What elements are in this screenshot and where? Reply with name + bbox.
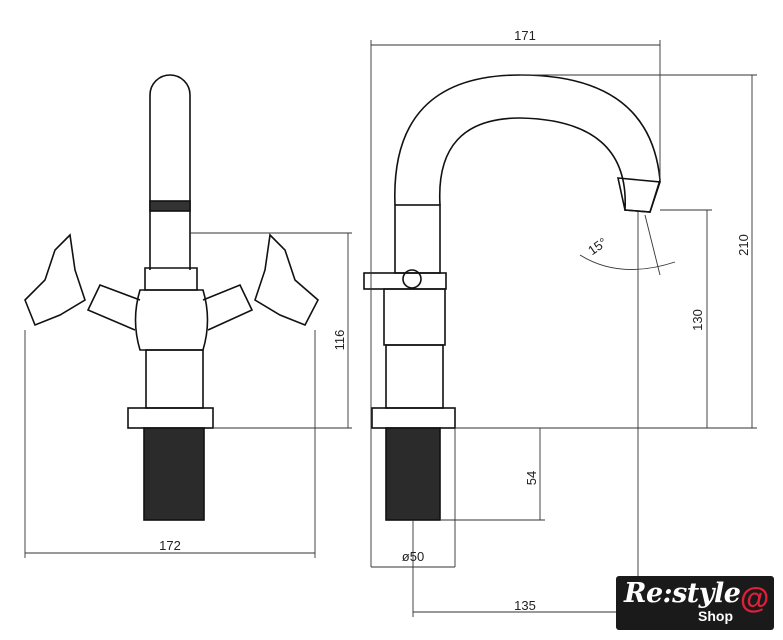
cart-at-icon: @ <box>740 582 770 615</box>
restyle-shop-logo: Re:style Shop @ <box>616 576 774 630</box>
front-spout <box>149 74 191 270</box>
front-aerator <box>149 200 191 212</box>
side-threaded-shank <box>385 427 441 521</box>
right-handle-arm <box>202 283 254 331</box>
side-aerator <box>616 177 662 213</box>
dim-shank-length: 54 <box>524 471 539 485</box>
left-handle-cross <box>24 233 86 327</box>
side-body <box>383 288 446 346</box>
dim-shank-diameter: ø50 <box>402 549 424 564</box>
front-threaded-shank <box>143 427 205 521</box>
side-upper-body <box>394 204 441 274</box>
side-view <box>363 74 662 521</box>
front-base-plate <box>127 407 214 429</box>
front-body <box>134 289 209 351</box>
side-handle-knob <box>402 269 422 289</box>
dim-front-height: 116 <box>332 330 347 351</box>
side-base-plate <box>371 407 456 429</box>
side-lower-body <box>385 344 444 409</box>
dim-swivel-angle: 15° <box>585 235 610 259</box>
left-handle-arm <box>86 283 141 331</box>
dim-front-width: 172 <box>159 538 181 553</box>
logo-sub-text: Shop <box>698 608 733 624</box>
logo-main-text: Re:style <box>624 578 741 609</box>
side-handle-bar <box>363 272 447 290</box>
dimension-lines <box>24 40 757 617</box>
dim-spout-offset: 135 <box>514 598 536 613</box>
front-lower-body <box>145 349 204 409</box>
front-collar <box>144 267 198 291</box>
dim-side-reach: 171 <box>514 28 536 43</box>
front-view <box>24 74 320 521</box>
dim-spout-height: 130 <box>690 309 705 331</box>
right-handle-cross <box>254 233 320 327</box>
dim-total-height: 210 <box>736 234 751 256</box>
